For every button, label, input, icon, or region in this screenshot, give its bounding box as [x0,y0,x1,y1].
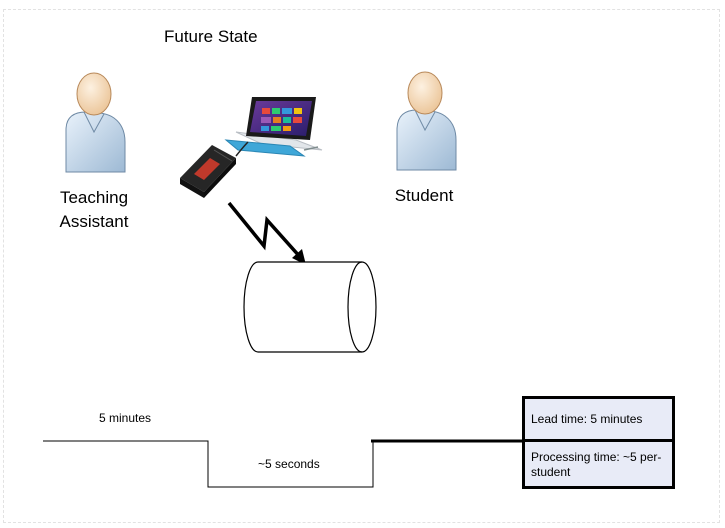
diagram-frame [3,9,720,523]
laptop-icon [224,97,323,157]
teaching-assistant-label-line2: Assistant [59,212,129,231]
lead-time-text: Lead time: 5 minutes [525,399,672,442]
wireless-signal-arrow [227,201,306,265]
database-icon [243,261,377,353]
card-reader-icon [180,141,249,198]
teaching-assistant-label-line1: Teaching [59,188,129,207]
timeline-step1-label: 5 minutes [99,411,152,425]
timeline-step2-label: ~5 seconds [258,457,320,471]
summary-box: Lead time: 5 minutes Processing time: ~5… [522,396,675,489]
student-person-icon [396,71,457,171]
processing-time-line2: student [531,465,571,479]
diagram-title: Future State [164,27,258,46]
student-label: Student [394,186,454,205]
teaching-assistant-person-icon [65,72,126,173]
processing-time-line1: Processing time: ~5 per- [531,450,662,464]
processing-time-text: Processing time: ~5 per- student [525,445,672,480]
timeline [43,439,524,488]
teaching-assistant-label: Teaching Assistant [50,186,138,234]
